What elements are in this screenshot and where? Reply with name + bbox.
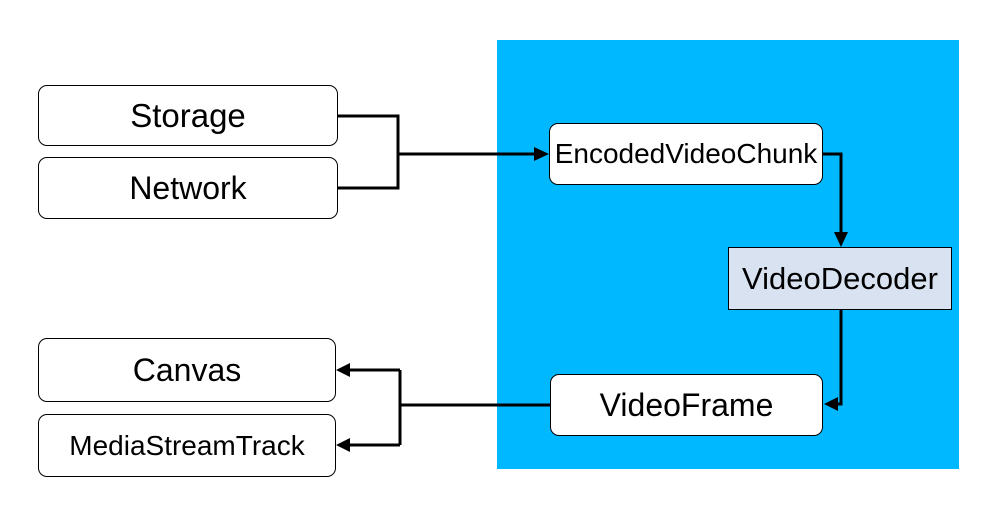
- node-storage: Storage: [38, 85, 338, 146]
- arrow-videoframe-to-sinks: [336, 363, 550, 452]
- node-storage-label: Storage: [130, 96, 246, 134]
- node-video-frame-label: VideoFrame: [599, 386, 774, 423]
- arrow-sources-to-encodedvideochunk: [338, 114, 549, 190]
- node-encoded-video-chunk-label: EncodedVideoChunk: [554, 138, 818, 169]
- arrowhead-left-icon: [824, 397, 838, 411]
- node-network-label: Network: [129, 169, 247, 206]
- node-network: Network: [38, 157, 338, 219]
- arrow-videodecoder-to-videoframe: [824, 310, 843, 411]
- node-video-decoder-label: VideoDecoder: [742, 260, 938, 296]
- arrowhead-left-icon: [336, 363, 350, 377]
- node-media-stream-track: MediaStreamTrack: [38, 414, 336, 477]
- node-media-stream-track-label: MediaStreamTrack: [69, 429, 305, 461]
- node-video-decoder: VideoDecoder: [728, 247, 952, 310]
- node-encoded-video-chunk: EncodedVideoChunk: [549, 123, 823, 185]
- node-video-frame: VideoFrame: [550, 374, 823, 436]
- arrowhead-right-icon: [534, 147, 549, 161]
- node-canvas-label: Canvas: [132, 351, 242, 388]
- node-canvas: Canvas: [38, 338, 336, 402]
- arrowhead-left-icon: [336, 438, 350, 452]
- arrow-encodedvideochunk-to-videodecoder: [823, 152, 848, 247]
- arrowhead-down-icon: [834, 232, 848, 247]
